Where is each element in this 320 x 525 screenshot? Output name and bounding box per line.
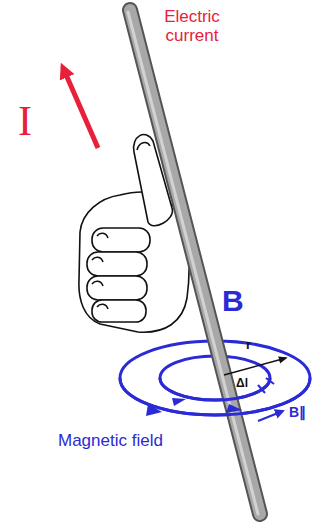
radius-label: r [246, 338, 251, 352]
field-component-label: B∥ [289, 405, 306, 420]
current-arrow [64, 70, 98, 148]
radius-arrow [224, 358, 286, 375]
finger-nail [97, 233, 108, 238]
field-component-arrow [258, 411, 283, 421]
thumb-nail [137, 143, 150, 150]
finger [87, 252, 147, 276]
current-label: Electric current [152, 8, 232, 45]
field-label: Magnetic field [58, 432, 163, 451]
finger-nail [97, 304, 108, 309]
field-loops-front [120, 378, 310, 415]
field-direction-arrow [146, 404, 162, 416]
finger [92, 228, 150, 252]
finger [92, 300, 146, 322]
segment-label: Δl [236, 377, 248, 390]
field-loop-outer-front [120, 378, 310, 415]
segment-ticks [258, 378, 274, 393]
finger-nail [92, 257, 103, 262]
finger [87, 276, 147, 300]
field-symbol: B [222, 284, 244, 317]
finger-nail [92, 281, 103, 286]
current-symbol: I [18, 98, 32, 144]
field-direction-arrow [226, 404, 242, 413]
field-loop-inner-front [160, 378, 270, 400]
field-direction-arrow [172, 398, 186, 406]
